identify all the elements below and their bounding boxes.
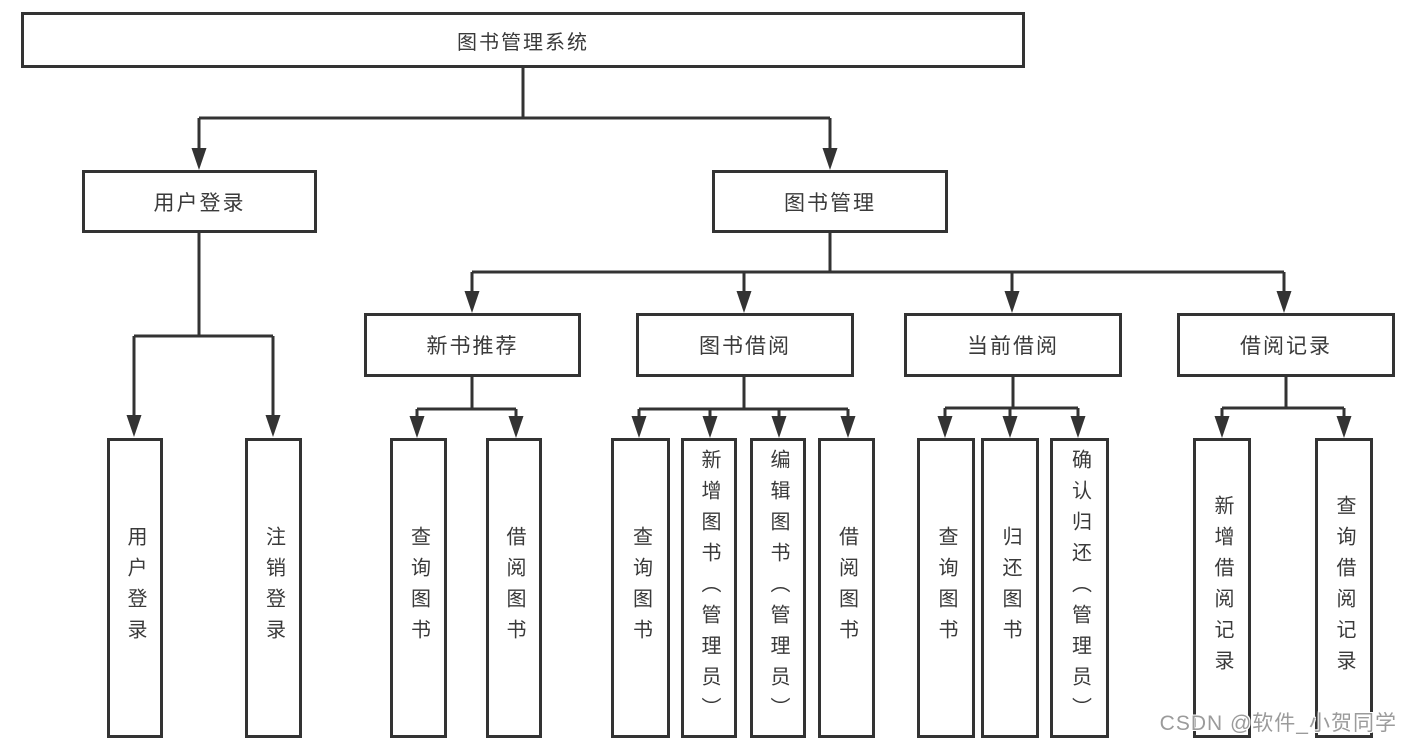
node-label: 新增图书（管理员）	[698, 448, 720, 728]
node-label: 图书管理系统	[457, 31, 589, 54]
node-label: 图书借阅	[699, 335, 791, 358]
node-leaf-user-login: 用户登录	[107, 438, 163, 738]
node-book-borrowing: 图书借阅	[636, 313, 854, 377]
node-label: 借阅记录	[1240, 335, 1332, 358]
node-label: 用户登录	[124, 526, 146, 650]
node-label: 查询图书	[935, 526, 957, 650]
node-label: 图书管理	[784, 191, 876, 215]
node-current-borrowing: 当前借阅	[904, 313, 1122, 377]
node-label: 当前借阅	[967, 335, 1059, 358]
node-borrowing-records: 借阅记录	[1177, 313, 1395, 377]
node-borrowing-borrow-books: 借阅图书	[818, 438, 875, 738]
node-label: 查询借阅记录	[1333, 495, 1355, 681]
node-label: 查询图书	[407, 526, 430, 650]
node-newbook-query-books: 查询图书	[390, 438, 447, 738]
node-leaf-logout: 注销登录	[245, 438, 302, 738]
node-current-return-books: 归还图书	[981, 438, 1039, 738]
node-book-management: 图书管理	[712, 170, 948, 233]
node-label: 归还图书	[999, 526, 1021, 650]
node-label: 新增借阅记录	[1211, 495, 1233, 681]
node-newbook-borrow-books: 借阅图书	[486, 438, 542, 738]
node-library-management-system: 图书管理系统	[21, 12, 1025, 68]
node-label: 确认归还（管理员）	[1068, 448, 1091, 728]
node-borrowing-add-books-admin: 新增图书（管理员）	[681, 438, 737, 738]
csdn-watermark: CSDN @软件_小贺同学	[1159, 712, 1397, 735]
node-label: 用户登录	[153, 191, 246, 215]
node-records-add-borrow-record: 新增借阅记录	[1193, 438, 1251, 738]
node-current-confirm-return-admin: 确认归还（管理员）	[1050, 438, 1109, 738]
node-user-login: 用户登录	[82, 170, 317, 233]
node-borrowing-query-books: 查询图书	[611, 438, 670, 738]
node-borrowing-edit-books-admin: 编辑图书（管理员）	[750, 438, 806, 738]
node-new-book-recommendation: 新书推荐	[364, 313, 581, 377]
arrowheads	[126, 148, 1352, 438]
node-label: 借阅图书	[503, 526, 525, 650]
node-label: 注销登录	[262, 526, 285, 650]
node-label: 新书推荐	[426, 335, 519, 358]
node-label: 编辑图书（管理员）	[767, 448, 789, 728]
node-label: 查询图书	[629, 526, 652, 650]
node-records-query-borrow-record: 查询借阅记录	[1315, 438, 1373, 738]
node-label: 借阅图书	[835, 526, 858, 650]
node-current-query-books: 查询图书	[917, 438, 975, 738]
